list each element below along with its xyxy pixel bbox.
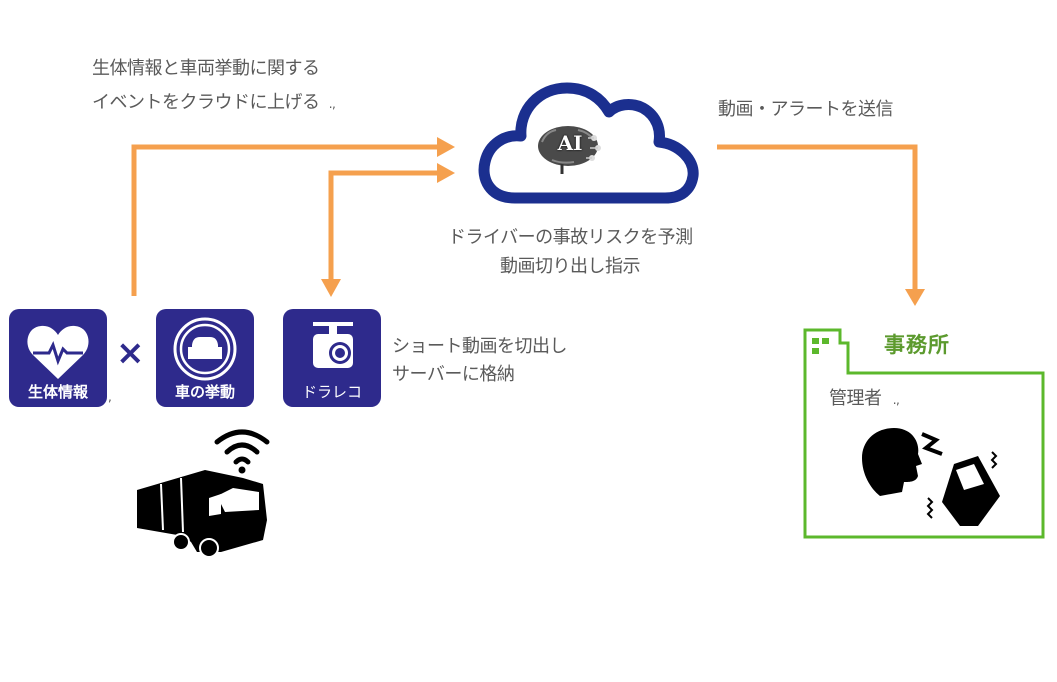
send-caption: 動画・アラートを送信 [718, 99, 894, 120]
office-title: 事務所 [884, 333, 950, 357]
tile-vitals-label: 生体情報 [27, 383, 88, 401]
cloud-caption-line2: 動画切り出し指示 [500, 256, 641, 277]
dashcam-icon [313, 322, 353, 368]
tile-vehicle-behavior: 車の挙動 [156, 309, 254, 407]
tile-vitals: 生体情報 [9, 309, 107, 407]
heart-pulse-icon [27, 325, 89, 379]
office-role-row: 管理者 ., [829, 382, 900, 417]
dashcam-caption: ショート動画を切出し サーバーに格納 [392, 330, 568, 392]
arrowhead-right-2 [437, 163, 455, 183]
car-icon [173, 317, 237, 381]
upload-caption-mark: ., [328, 97, 336, 111]
upload-caption-line2-row: イベントをクラウドに上げる ., [92, 86, 336, 121]
upload-caption-line2: イベントをクラウドに上げる [92, 92, 320, 113]
arrowhead-down-dashcam [321, 279, 341, 297]
office-frame [803, 328, 1045, 539]
arrow-vitals-to-cloud [131, 144, 440, 296]
arrowhead-down-office [905, 289, 925, 306]
times-symbol: × [116, 333, 145, 373]
truck-wifi-icon [137, 429, 270, 558]
person-phone-alert-icon [862, 428, 1000, 526]
tile-dashcam-label: ドラレコ [301, 383, 362, 401]
arrowhead-right-1 [437, 137, 455, 157]
arrow-cloud-to-office [717, 144, 918, 292]
office-role: 管理者 [829, 388, 882, 409]
upload-caption-line1: 生体情報と車両挙動に関する [92, 58, 320, 79]
office-window-icon [812, 338, 819, 344]
tile-vehicle-behavior-label: 車の挙動 [174, 383, 235, 401]
arrow-cloud-dashcam [328, 170, 440, 282]
ai-brain-icon [538, 126, 601, 174]
ai-badge: AI [557, 131, 583, 155]
dashcam-caption-line1: ショート動画を切出し [392, 336, 568, 357]
cloud-caption-line1: ドライバーの事故リスクを予測 [448, 227, 693, 248]
dashcam-caption-line2: サーバーに格納 [392, 364, 515, 385]
upload-caption: 生体情報と車両挙動に関する イベントをクラウドに上げる ., [92, 52, 336, 121]
tile-vitals-mark: , [108, 390, 112, 404]
tile-dashcam: ドラレコ [283, 309, 381, 407]
office-role-mark: ., [892, 393, 900, 407]
